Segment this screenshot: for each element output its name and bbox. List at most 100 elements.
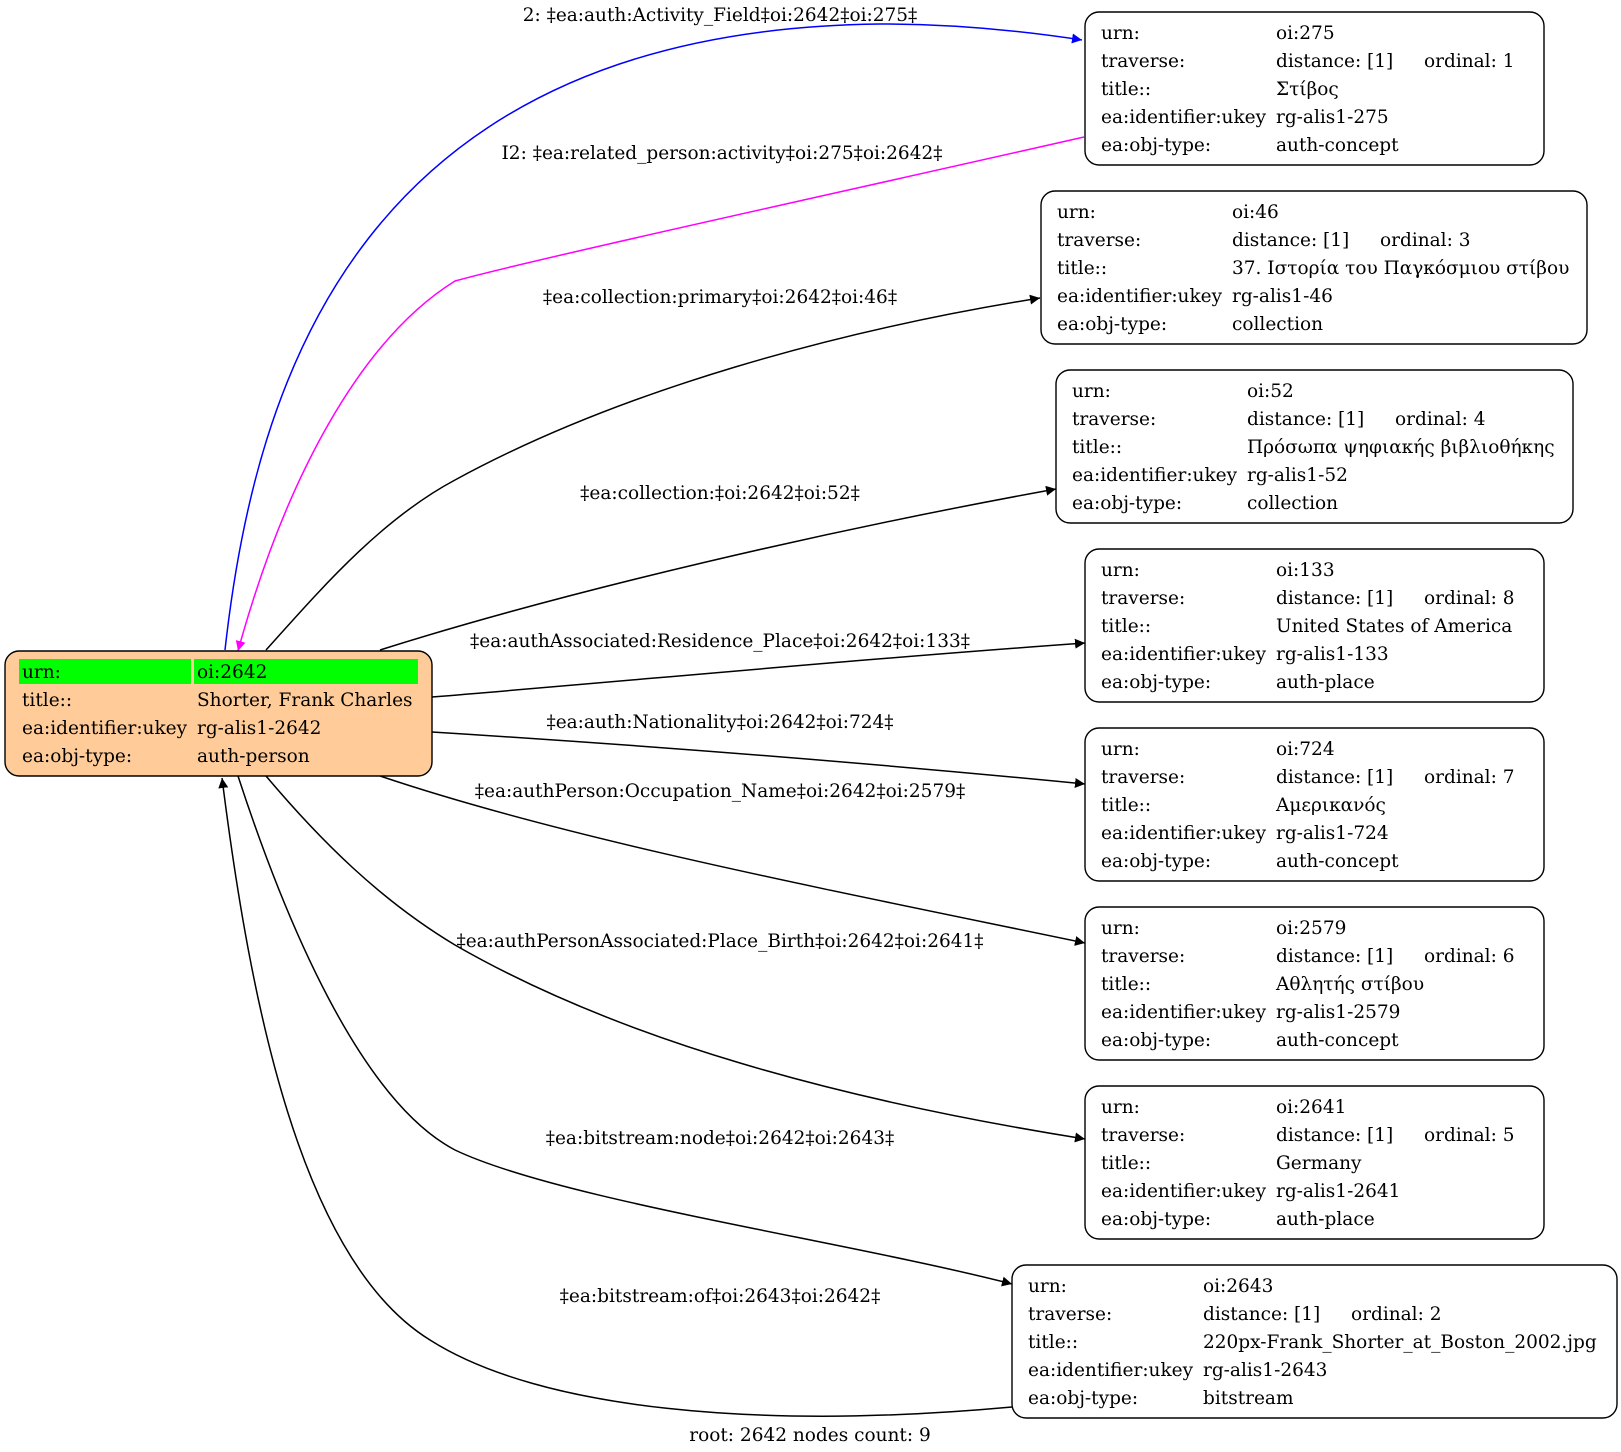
- root-node[interactable]: urn: oi:2642 title:: Shorter, Frank Char…: [4, 650, 433, 777]
- edge-nationality: [431, 731, 1086, 789]
- node-urn-value: oi:2641: [1276, 1097, 1346, 1118]
- node-obj-type-key: ea:obj-type:: [1101, 1209, 1211, 1230]
- node-obj-type-value: auth-concept: [1276, 135, 1399, 156]
- node-ukey-key: ea:identifier:ukey: [1028, 1360, 1194, 1381]
- node-obj-type-value: collection: [1247, 493, 1338, 514]
- root-urn-value: oi:2642: [197, 662, 267, 683]
- node-traverse-key: traverse:: [1101, 51, 1185, 72]
- node-oi-275[interactable]: urn: oi:275 traverse: distance: [1] ordi…: [1084, 11, 1545, 166]
- node-urn-key: urn:: [1072, 381, 1111, 402]
- root-ukey-key: ea:identifier:ukey: [22, 718, 188, 739]
- edge-label-occupation-name: ‡ea:authPerson:Occupation_Name‡oi:2642‡o…: [475, 781, 965, 802]
- node-ukey-value: rg-alis1-2579: [1276, 1002, 1400, 1023]
- edge-collection: [379, 485, 1057, 651]
- node-distance-value: distance: [1]: [1276, 946, 1393, 967]
- root-obj-type-key: ea:obj-type:: [22, 746, 132, 767]
- node-urn-value: oi:133: [1276, 560, 1335, 581]
- node-urn-key: urn:: [1101, 739, 1140, 760]
- node-obj-type-key: ea:obj-type:: [1028, 1388, 1138, 1409]
- node-ukey-value: rg-alis1-724: [1276, 823, 1389, 844]
- node-ukey-value: rg-alis1-46: [1232, 286, 1333, 307]
- node-box: [1011, 1264, 1618, 1419]
- node-oi-133[interactable]: urn: oi:133 traverse: distance: [1] ordi…: [1084, 548, 1545, 703]
- node-title-key: title::: [1028, 1332, 1078, 1353]
- node-obj-type-value: auth-concept: [1276, 1030, 1399, 1051]
- node-title-key: title::: [1101, 974, 1151, 995]
- node-box: [1084, 727, 1545, 882]
- node-title-key: title::: [1101, 616, 1151, 637]
- node-urn-key: urn:: [1101, 918, 1140, 939]
- edge-residence-place: [431, 638, 1086, 698]
- node-box: [1084, 1085, 1545, 1240]
- node-box: [1055, 369, 1574, 524]
- node-traverse-key: traverse:: [1028, 1304, 1112, 1325]
- node-distance-value: distance: [1]: [1203, 1304, 1320, 1325]
- node-ukey-key: ea:identifier:ukey: [1101, 644, 1267, 665]
- node-traverse-key: traverse:: [1101, 588, 1185, 609]
- root-obj-type-value: auth-person: [197, 746, 310, 767]
- node-urn-key: urn:: [1101, 23, 1140, 44]
- node-distance-value: distance: [1]: [1276, 588, 1393, 609]
- node-ordinal-value: ordinal: 8: [1424, 588, 1515, 609]
- node-urn-key: urn:: [1101, 1097, 1140, 1118]
- node-title-value: Πρόσωπα ψηφιακής βιβλιοθήκης: [1247, 437, 1555, 458]
- node-title-value: 220px-Frank_Shorter_at_Boston_2002.jpg: [1203, 1332, 1597, 1353]
- node-box: [1084, 906, 1545, 1061]
- edge-activity-field: [224, 23, 1083, 651]
- node-distance-value: distance: [1]: [1276, 767, 1393, 788]
- graph-footer: root: 2642 nodes count: 9: [689, 1425, 931, 1446]
- edge-place-birth: [265, 775, 1086, 1143]
- root-urn-key: urn:: [22, 662, 61, 683]
- node-oi-52[interactable]: urn: oi:52 traverse: distance: [1] ordin…: [1055, 369, 1574, 524]
- edges: [218, 23, 1086, 1417]
- node-ordinal-value: ordinal: 1: [1424, 51, 1515, 72]
- node-title-value: Αθλητής στίβου: [1275, 974, 1424, 995]
- node-urn-key: urn:: [1028, 1276, 1067, 1297]
- edge-collection-primary: [265, 294, 1041, 651]
- node-ukey-key: ea:identifier:ukey: [1057, 286, 1223, 307]
- edge-labels: 2: ‡ea:auth:Activity_Field‡oi:2642‡oi:27…: [456, 5, 983, 1307]
- node-ukey-key: ea:identifier:ukey: [1101, 1181, 1267, 1202]
- node-obj-type-key: ea:obj-type:: [1057, 314, 1167, 335]
- node-ukey-value: rg-alis1-52: [1247, 465, 1348, 486]
- root-title-key: title::: [22, 690, 72, 711]
- node-obj-type-value: bitstream: [1203, 1388, 1294, 1409]
- node-obj-type-value: auth-place: [1276, 672, 1375, 693]
- node-ordinal-value: ordinal: 3: [1380, 230, 1471, 251]
- node-ordinal-value: ordinal: 4: [1395, 409, 1486, 430]
- root-ukey-value: rg-alis1-2642: [197, 718, 321, 739]
- node-title-key: title::: [1072, 437, 1122, 458]
- node-obj-type-key: ea:obj-type:: [1101, 1030, 1211, 1051]
- node-oi-724[interactable]: urn: oi:724 traverse: distance: [1] ordi…: [1084, 727, 1545, 882]
- node-ukey-key: ea:identifier:ukey: [1101, 107, 1267, 128]
- node-distance-value: distance: [1]: [1276, 1125, 1393, 1146]
- edge-label-residence-place: ‡ea:authAssociated:Residence_Place‡oi:26…: [470, 631, 970, 652]
- root-title-value: Shorter, Frank Charles: [197, 690, 413, 711]
- node-urn-value: oi:2643: [1203, 1276, 1273, 1297]
- node-ordinal-value: ordinal: 6: [1424, 946, 1515, 967]
- node-distance-value: distance: [1]: [1232, 230, 1349, 251]
- node-title-value: Στίβος: [1276, 79, 1339, 100]
- node-urn-value: oi:46: [1232, 202, 1279, 223]
- node-oi-2643[interactable]: urn: oi:2643 traverse: distance: [1] ord…: [1011, 1264, 1618, 1419]
- node-oi-2579[interactable]: urn: oi:2579 traverse: distance: [1] ord…: [1084, 906, 1545, 1061]
- node-oi-46[interactable]: urn: oi:46 traverse: distance: [1] ordin…: [1040, 190, 1588, 345]
- node-urn-key: urn:: [1101, 560, 1140, 581]
- node-ukey-key: ea:identifier:ukey: [1101, 1002, 1267, 1023]
- node-ordinal-value: ordinal: 5: [1424, 1125, 1515, 1146]
- node-urn-value: oi:724: [1276, 739, 1335, 760]
- root-urn-value-highlight: [194, 659, 418, 684]
- node-distance-value: distance: [1]: [1247, 409, 1364, 430]
- node-traverse-key: traverse:: [1101, 1125, 1185, 1146]
- edge-label-activity-field: 2: ‡ea:auth:Activity_Field‡oi:2642‡oi:27…: [523, 5, 918, 26]
- edge-bitstream-of: [218, 777, 1013, 1417]
- edge-label-collection-primary: ‡ea:collection:primary‡oi:2642‡oi:46‡: [543, 287, 897, 308]
- node-obj-type-value: collection: [1232, 314, 1323, 335]
- node-urn-value: oi:275: [1276, 23, 1335, 44]
- edge-label-collection: ‡ea:collection:‡oi:2642‡oi:52‡: [580, 483, 860, 504]
- node-traverse-key: traverse:: [1072, 409, 1156, 430]
- node-ukey-value: rg-alis1-2643: [1203, 1360, 1327, 1381]
- root-urn-key-highlight: [19, 659, 191, 684]
- node-oi-2641[interactable]: urn: oi:2641 traverse: distance: [1] ord…: [1084, 1085, 1545, 1240]
